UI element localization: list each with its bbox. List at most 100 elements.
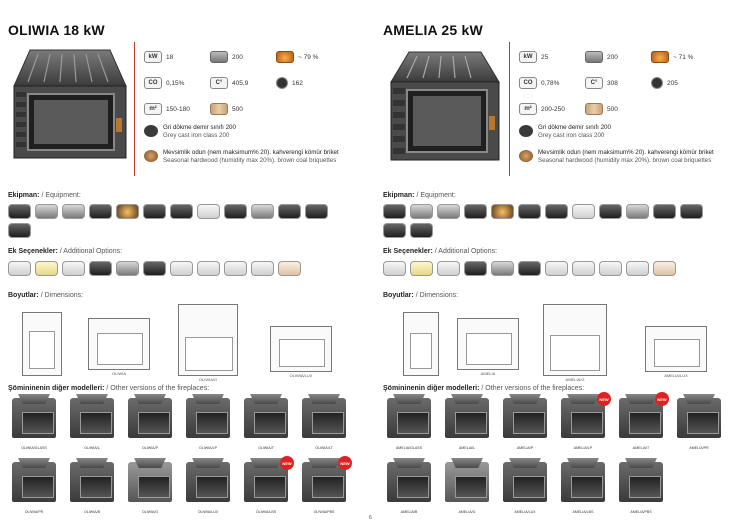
equipment-thumb	[143, 204, 166, 219]
option-thumb	[653, 261, 676, 276]
option-thumb	[464, 261, 487, 276]
flue-icon	[210, 51, 228, 63]
temperature-icon: C°	[210, 77, 228, 89]
material-tr: Gri dökme demir sınıfı 200	[163, 124, 236, 131]
option-thumb	[8, 261, 31, 276]
models-heading: Şömininenin diğer modelleri: / Other ver…	[8, 385, 210, 392]
dimension-drawings: OLIWIA OLIWIA/G OLIWIA/LUX	[8, 304, 358, 388]
spec-temperature: 308	[607, 79, 618, 87]
log-length-icon	[210, 103, 228, 115]
option-thumb	[410, 261, 433, 276]
new-badge: NEW	[338, 456, 352, 470]
firewood-icon	[519, 150, 533, 162]
option-thumb	[197, 261, 220, 276]
page-number: 6	[369, 515, 372, 521]
model-item: AMELIA/B	[383, 458, 435, 516]
firewood-icon	[144, 150, 158, 162]
spec-efficiency: ~ 71 %	[673, 53, 694, 61]
fuel-en: Seasonal hardwood (humidity max 20%). br…	[538, 156, 712, 164]
option-thumb	[143, 261, 166, 276]
equipment-thumb	[464, 204, 487, 219]
model-item: AMELIA/L	[441, 394, 493, 452]
spec-efficiency: ~ 79 %	[298, 53, 319, 61]
model-row: AMELIA/B AMELIA/G AMELIA/LUX AMELIA/LBS …	[383, 458, 733, 516]
model-item: AMELIA/P	[499, 394, 551, 452]
equipment-thumb	[170, 204, 193, 219]
dimensions-heading: Boyutlar: / Dimensions:	[383, 292, 459, 299]
power-icon: kW	[519, 51, 537, 63]
log-length-icon	[585, 103, 603, 115]
equipment-thumb	[224, 204, 247, 219]
lux-drawing: AMELIA/LUX	[645, 326, 707, 378]
model-grid: AMELIA/GLASS AMELIA/L AMELIA/P AMELIA/LP…	[383, 392, 733, 522]
new-badge: NEW	[280, 456, 294, 470]
equipment-thumb	[491, 204, 514, 219]
model-item: AMELIA/PR	[673, 394, 725, 452]
new-badge: NEW	[597, 392, 611, 406]
fuel-tr: Mevsimlik odun (nem maksimum% 20). kahve…	[538, 149, 714, 156]
equipment-thumb	[383, 223, 406, 238]
models-heading: Şömininenin diğer modelleri: / Other ver…	[383, 385, 585, 392]
equipment-thumb	[197, 204, 220, 219]
model-item: AMELIA/PBS	[615, 458, 667, 516]
equipment-thumbs	[8, 204, 353, 238]
model-item: OLIWIA/GLASS	[8, 394, 60, 452]
model-item: AMELIA/LUX	[499, 458, 551, 516]
equipment-thumb	[305, 204, 328, 219]
option-thumb	[383, 261, 406, 276]
spec-power: 25	[541, 53, 549, 61]
model-item: OLIWIA/L	[66, 394, 118, 452]
area-icon: m²	[519, 103, 537, 115]
equipment-thumb	[626, 204, 649, 219]
equipment-thumb	[383, 204, 406, 219]
equipment-thumb	[89, 204, 112, 219]
equipment-thumb	[35, 204, 58, 219]
model-item: OLIWIA/PR	[8, 458, 60, 516]
divider-line	[134, 42, 135, 176]
equipment-thumb	[680, 204, 703, 219]
material-en: Grey cast iron class 200	[538, 131, 605, 139]
model-row: AMELIA/GLASS AMELIA/L AMELIA/P AMELIA/LP…	[383, 392, 733, 452]
option-thumb	[224, 261, 247, 276]
equipment-thumb	[437, 204, 460, 219]
glass-drawing: AMELIA/G	[543, 304, 607, 382]
equipment-thumb	[116, 204, 139, 219]
equipment-thumb	[599, 204, 622, 219]
equipment-thumb	[8, 223, 31, 238]
side-drawing	[22, 312, 62, 376]
lux-drawing: OLIWIA/LUX	[270, 326, 332, 378]
equipment-thumb	[518, 204, 541, 219]
equipment-thumbs	[383, 204, 728, 238]
material-tr: Gri dökme demir sınıfı 200	[538, 124, 611, 131]
model-item: OLIWIA/LUX	[182, 458, 234, 516]
model-item: AMELIA/LBS	[557, 458, 609, 516]
power-icon: kW	[144, 51, 162, 63]
weight-icon	[276, 77, 288, 89]
spec-log-length: 500	[607, 105, 618, 113]
area-icon: m²	[144, 103, 162, 115]
option-thumbs	[8, 261, 353, 276]
option-thumb	[116, 261, 139, 276]
model-item: OLIWIA/LP	[182, 394, 234, 452]
model-item: OLIWIA/P	[124, 394, 176, 452]
option-thumb	[491, 261, 514, 276]
equipment-thumb	[8, 204, 31, 219]
model-item: OLIWIA/B	[66, 458, 118, 516]
co-icon: CO	[144, 77, 162, 89]
option-thumb	[518, 261, 541, 276]
equipment-thumb	[251, 204, 274, 219]
spec-temperature: 405,9	[232, 79, 249, 87]
spec-co: 0,78%	[541, 79, 560, 87]
option-thumbs	[383, 261, 728, 276]
product-title: OLIWIA 18 kW	[8, 22, 105, 38]
equipment-thumb	[545, 204, 568, 219]
option-thumb	[599, 261, 622, 276]
model-item: OLIWIA/G	[124, 458, 176, 516]
equipment-thumb	[410, 223, 433, 238]
